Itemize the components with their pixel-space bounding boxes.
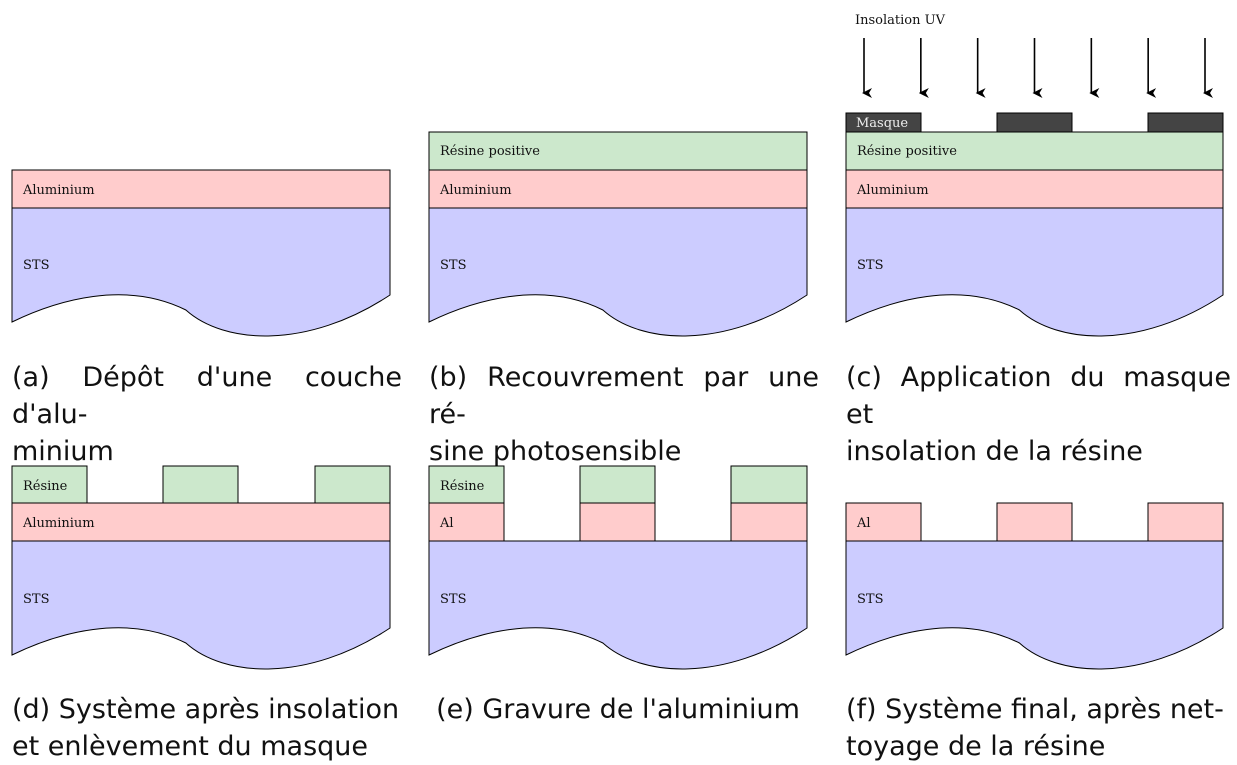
mask-segment <box>845 112 922 133</box>
resin-block <box>730 465 808 504</box>
aluminium-block <box>579 502 656 542</box>
caption-b: (b) Recouvrement par une ré-sine photose… <box>429 362 819 467</box>
aluminium-block <box>1147 502 1224 542</box>
substrate-layer <box>428 540 808 670</box>
aluminium-layer <box>428 169 808 209</box>
aluminium-label: Aluminium <box>856 183 929 198</box>
panel-c: Masque Résine positive Aluminium STS Ins… <box>845 13 1224 337</box>
substrate-layer <box>11 540 391 670</box>
substrate-label: STS <box>23 258 49 273</box>
caption-a: (a) Dépôt d'une couche d'alu-minium <box>12 362 402 467</box>
substrate-label: STS <box>857 592 883 607</box>
resin-label: Résine <box>23 479 68 494</box>
aluminium-block <box>996 502 1073 542</box>
substrate-label: STS <box>440 592 466 607</box>
resin-layer <box>428 131 808 171</box>
panel-a: Aluminium STS <box>11 169 391 337</box>
panel-f: Al STS <box>845 502 1224 670</box>
aluminium-layer <box>11 502 391 542</box>
substrate-layer <box>428 207 808 337</box>
resin-block <box>579 465 656 504</box>
resin-block <box>314 465 391 504</box>
aluminium-block <box>428 502 505 542</box>
aluminium-block <box>845 502 922 542</box>
caption-f: (f) Système final, après net-toyage de l… <box>846 694 1224 762</box>
aluminium-label: Al <box>439 516 454 531</box>
aluminium-label: Aluminium <box>22 516 95 531</box>
mask-segment <box>996 112 1073 133</box>
panel-d: Résine Aluminium STS <box>11 465 391 670</box>
panel-e: Résine Al STS <box>428 465 808 670</box>
resin-label: Résine positive <box>440 144 540 159</box>
resin-block <box>428 465 505 504</box>
substrate-layer <box>11 207 391 337</box>
mask-label: Masque <box>856 116 908 131</box>
substrate-label: STS <box>440 258 466 273</box>
substrate-layer <box>845 207 1224 337</box>
aluminium-label: Aluminium <box>22 183 95 198</box>
resin-label: Résine positive <box>857 144 957 159</box>
aluminium-layer <box>845 169 1224 209</box>
aluminium-label: Aluminium <box>439 183 512 198</box>
aluminium-label: Al <box>856 516 871 531</box>
substrate-label: STS <box>23 592 49 607</box>
aluminium-block <box>730 502 808 542</box>
uv-label: Insolation UV <box>855 13 946 28</box>
resin-block <box>11 465 88 504</box>
substrate-label: STS <box>857 258 883 273</box>
panel-b: Résine positive Aluminium STS <box>428 131 808 337</box>
caption-e: (e) Gravure de l'aluminium <box>436 694 800 725</box>
aluminium-layer <box>11 169 391 209</box>
substrate-layer <box>845 540 1224 670</box>
resin-label: Résine <box>440 479 485 494</box>
mask-segment <box>1147 112 1224 133</box>
resin-block <box>162 465 239 504</box>
uv-arrows <box>862 38 1213 98</box>
